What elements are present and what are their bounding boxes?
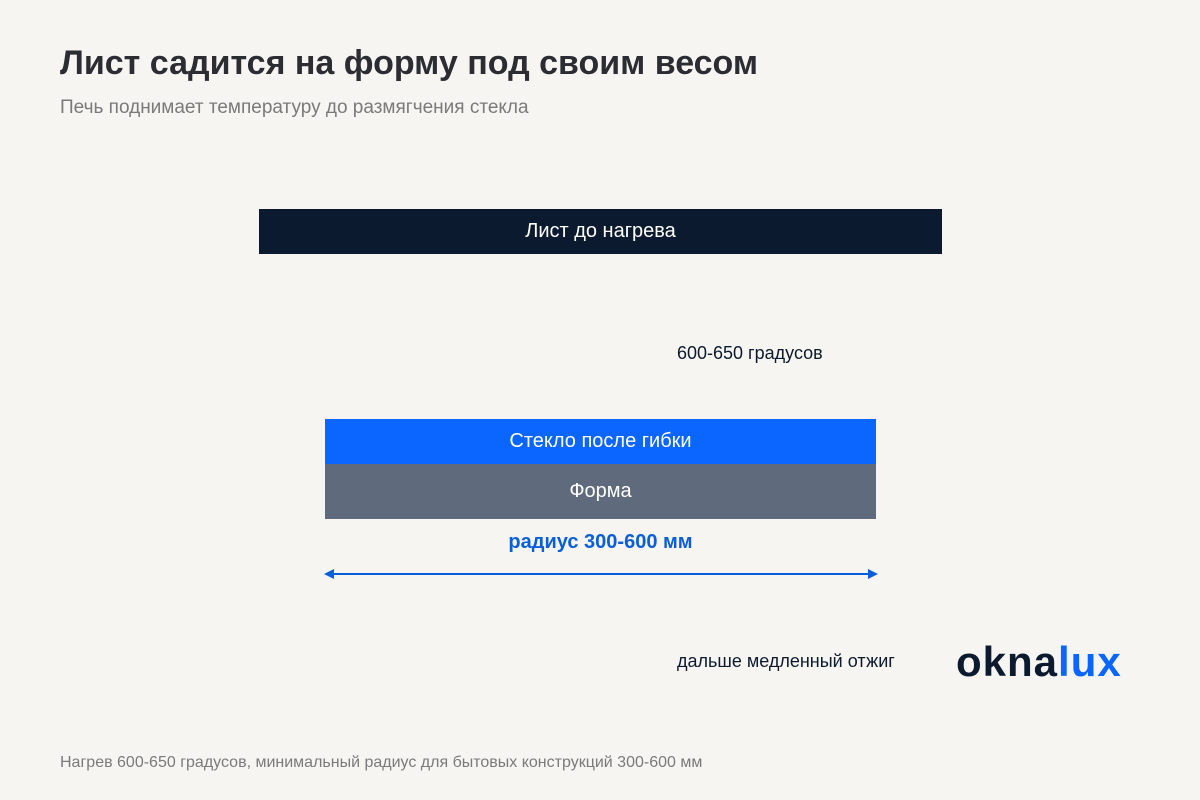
radius-label: радиус 300-600 мм <box>508 531 693 553</box>
logo-text-lux: lux <box>1058 638 1122 685</box>
glass-after-bending-bar: Стекло после гибки <box>325 419 876 464</box>
logo-text-okna: okna <box>956 638 1059 685</box>
oknalux-logo: oknalux <box>956 641 1122 683</box>
form-label: Форма <box>569 480 632 502</box>
radius-arrow-left-head <box>324 569 334 579</box>
sheet-before-heating-label: Лист до нагрева <box>525 220 676 242</box>
sheet-before-heating-bar: Лист до нагрева <box>259 209 942 254</box>
page-subtitle: Печь поднимает температуру до размягчени… <box>60 97 529 118</box>
form-bar: Форма <box>325 464 876 519</box>
glass-after-bending-label: Стекло после гибки <box>509 430 692 452</box>
page-title: Лист садится на форму под своим весом <box>60 44 759 82</box>
temperature-label: 600-650 градусов <box>677 343 823 363</box>
footer-note: Нагрев 600-650 градусов, минимальный рад… <box>60 754 703 771</box>
annealing-label: дальше медленный отжиг <box>677 651 895 671</box>
radius-dimension-arrow <box>324 569 878 579</box>
radius-arrow-right-head <box>868 569 878 579</box>
